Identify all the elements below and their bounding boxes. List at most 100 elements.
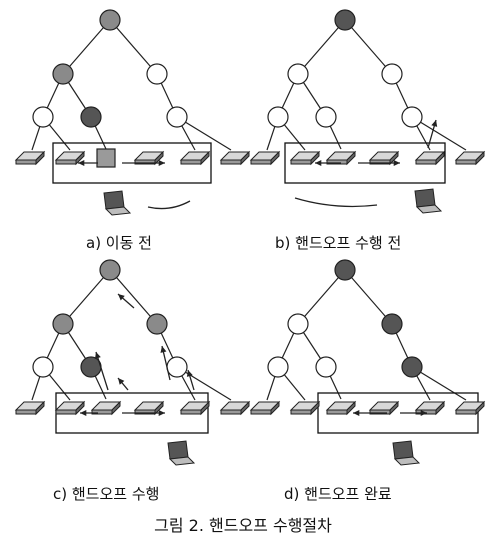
panel-b-caption: b) 핸드오프 수행 전 [275,234,402,252]
station-front [250,409,272,415]
arrow-head [78,159,85,167]
panel-b-diagram [249,9,486,214]
laptop-icon [103,190,132,216]
circle-node-icon [146,63,168,85]
arrow-head [420,409,427,417]
arrow-head [393,159,400,167]
base-station-icon [249,400,281,416]
station-side [75,150,85,166]
circle-node-icon [32,106,54,128]
circle-node-icon [267,356,289,378]
base-station-icon [454,150,486,166]
laptop-base [104,206,132,216]
station-front [250,159,272,165]
station-front [455,409,477,415]
laptop-icon [414,188,443,214]
circle-node-icon [52,63,74,85]
tree-link [297,19,346,75]
station-front [290,409,312,415]
arrow-head [118,378,125,385]
circle-node-icon [52,313,74,335]
station-front [455,159,477,165]
station-side [310,400,320,416]
tree-link [109,269,158,325]
circle-node-icon [315,106,337,128]
tree-link [297,269,346,325]
circle-node-icon [401,356,423,378]
laptop-base [415,204,443,214]
laptop-screen [414,188,436,208]
arrow-head [80,409,87,417]
station-front [220,159,242,165]
panel-d-diagram [249,259,486,466]
station-side [310,150,320,166]
station-front [180,409,202,415]
station-front [55,409,77,415]
circle-node-icon [80,106,102,128]
circle-node-icon [32,356,54,378]
station-side [270,400,280,416]
base-station-icon [454,400,486,416]
tree-link [62,19,111,75]
base-station-icon [54,400,86,416]
circle-node-icon [267,106,289,128]
station-side [475,150,485,166]
base-station-icon [219,150,251,166]
station-front [220,409,242,415]
base-station-icon [414,400,446,416]
circle-node-icon [315,356,337,378]
paging-area-box [52,142,212,184]
station-front [15,159,37,165]
movement-path [294,197,378,208]
station-side [270,150,280,166]
station-side [111,400,121,416]
circle-node-icon [381,63,403,85]
base-station-icon [90,400,122,416]
laptop-screen [167,440,189,460]
gateway-box-icon [96,148,116,168]
panel-a-caption: a) 이동 전 [86,234,152,252]
base-station-icon [325,400,357,416]
circle-node-icon [166,356,188,378]
arrow-head [431,120,438,127]
panel-c-diagram [14,259,251,466]
station-side [75,400,85,416]
message-arrow [95,351,109,391]
station-front [326,409,348,415]
circle-node-icon [287,63,309,85]
tree-link [109,19,158,75]
figure-caption: 그림 2. 핸드오프 수행절차 [154,516,332,535]
base-station-icon [289,400,321,416]
base-station-icon [54,150,86,166]
station-side [435,400,445,416]
base-station-icon [325,150,357,166]
circle-node-icon [334,259,356,281]
arrow-head [353,409,360,417]
base-station-icon [368,400,400,416]
arrow-head [186,370,193,377]
laptop-base [168,456,196,466]
station-side [240,150,250,166]
laptop-icon [167,440,196,466]
laptop-screen [392,440,414,460]
tree-link [344,269,393,325]
laptop-base [393,456,421,466]
arrow-head [118,294,125,301]
base-station-icon [219,400,251,416]
station-side [200,150,210,166]
base-station-icon [289,150,321,166]
station-side [435,150,445,166]
station-side [346,400,356,416]
base-station-icon [249,150,281,166]
station-side [200,400,210,416]
station-side [35,400,45,416]
station-front [290,159,312,165]
arrow-head [94,352,101,359]
arrow-head [158,159,165,167]
base-station-icon [414,150,446,166]
tree-link [62,269,111,325]
station-side [35,150,45,166]
circle-node-icon [99,259,121,281]
station-front [15,409,37,415]
